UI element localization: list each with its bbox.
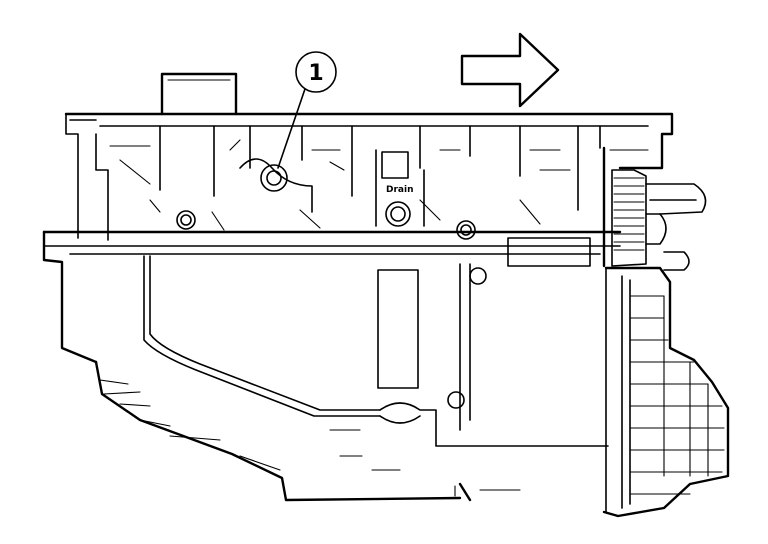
drain-label: Drain (386, 185, 413, 195)
bolt-1 (260, 164, 288, 192)
callout-1: 1 (277, 51, 337, 169)
top-boss (160, 72, 238, 116)
block-oil-pan-joint (42, 230, 622, 364)
oil-cooler-assembly (602, 146, 707, 271)
ribbed-cover (602, 266, 730, 518)
direction-arrow (460, 32, 560, 108)
cylinder-block: Drain (64, 112, 674, 241)
callout-1-number: 1 (308, 61, 323, 86)
oil-pan (94, 255, 609, 502)
